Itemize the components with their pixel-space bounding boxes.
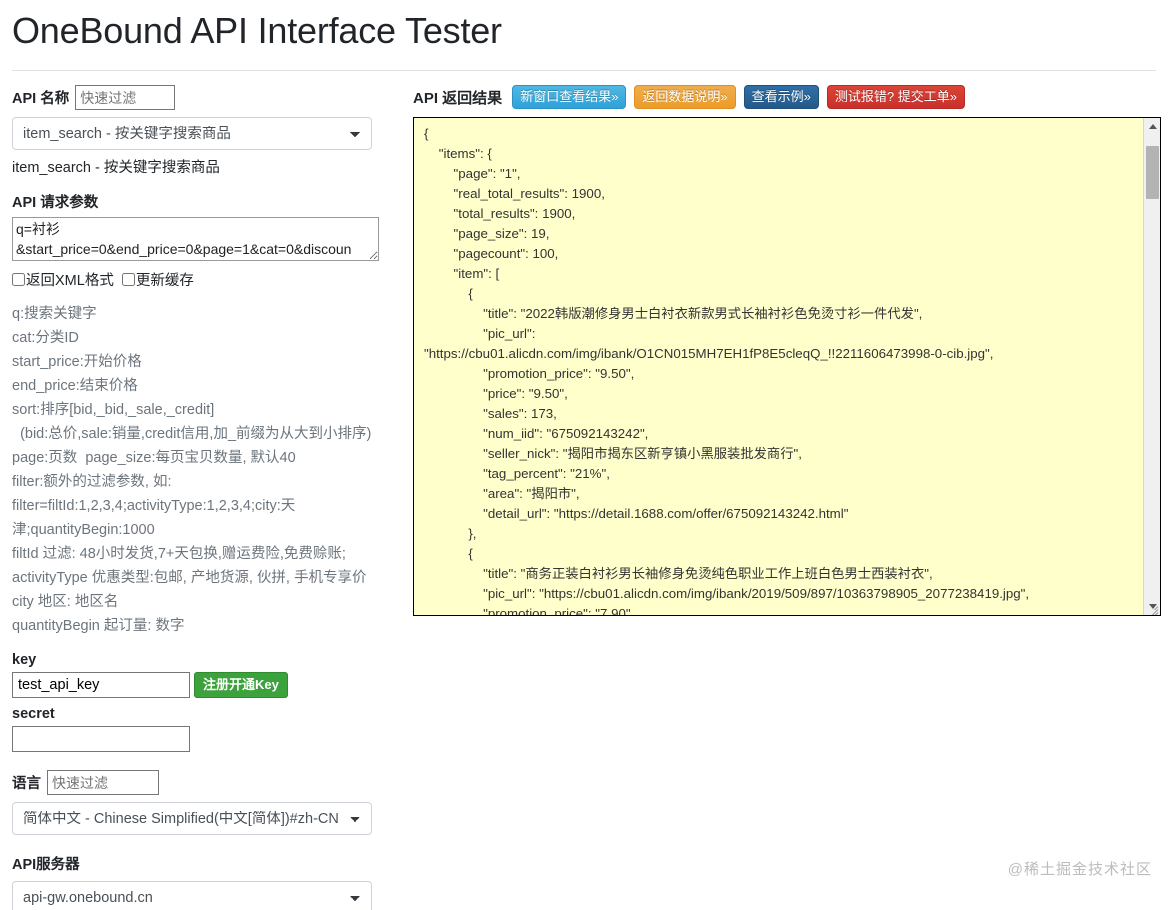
key-input[interactable]	[12, 672, 190, 698]
help-line: cat:分类ID	[12, 330, 79, 346]
open-new-window-button[interactable]: 新窗口查看结果»	[512, 85, 627, 109]
return-xml-checkbox[interactable]	[12, 273, 25, 286]
help-line: end_price:结束价格	[12, 378, 138, 394]
scroll-down-arrow-icon[interactable]	[1144, 598, 1160, 615]
result-scrollbar[interactable]	[1143, 118, 1160, 615]
return-xml-label[interactable]: 返回XML格式	[26, 273, 114, 289]
api-name-filter-input[interactable]	[75, 85, 176, 110]
result-json-text: { "items": { "page": "1", "real_total_re…	[424, 126, 1030, 615]
main-columns: API 名称 item_search - 按关键字搜索商品 item_searc…	[0, 71, 1168, 910]
scroll-up-arrow-icon[interactable]	[1144, 118, 1160, 135]
key-row: 注册开通Key	[12, 672, 384, 698]
api-server-select[interactable]: api-gw.onebound.cn	[12, 881, 372, 910]
help-line: start_price:开始价格	[12, 354, 142, 370]
language-select[interactable]: 简体中文 - Chinese Simplified(中文[简体])#zh-CN	[12, 802, 372, 835]
params-label: API 请求参数	[12, 195, 99, 211]
secret-input[interactable]	[12, 726, 190, 752]
help-line: quantityBegin 起订量: 数字	[12, 618, 185, 634]
help-line: sort:排序[bid,_bid,_sale,_credit]	[12, 402, 215, 418]
result-title: API 返回结果	[413, 89, 503, 107]
data-description-button[interactable]: 返回数据说明»	[634, 85, 736, 109]
page-title: OneBound API Interface Tester	[12, 10, 502, 51]
register-key-button[interactable]: 注册开通Key	[194, 672, 288, 698]
params-help-text: q:搜索关键字 cat:分类ID start_price:开始价格 end_pr…	[12, 302, 378, 638]
result-output-box[interactable]: { "items": { "page": "1", "real_total_re…	[413, 117, 1161, 616]
submit-ticket-button[interactable]: 测试报错? 提交工单»	[826, 85, 965, 109]
language-block: 语言 简体中文 - Chinese Simplified(中文[简体])#zh-…	[12, 770, 384, 835]
api-select[interactable]: item_search - 按关键字搜索商品	[12, 117, 372, 150]
help-line: page:页数 page_size:每页宝贝数量, 默认40	[12, 450, 296, 466]
help-line: q:搜索关键字	[12, 306, 97, 322]
api-name-row: API 名称	[12, 85, 384, 110]
api-sub-note: item_search - 按关键字搜索商品	[12, 160, 220, 176]
api-name-label: API 名称	[12, 91, 70, 107]
key-label: key	[12, 652, 37, 668]
api-server-label: API服务器	[12, 857, 80, 873]
help-line: city 地区: 地区名	[12, 594, 119, 610]
header-divider	[12, 70, 1156, 71]
options-checkbox-row: 返回XML格式 更新缓存	[12, 269, 384, 290]
help-line: filter:额外的过滤参数, 如:	[12, 474, 172, 490]
help-line: (bid:总价,sale:销量,credit信用,加_前缀为从大到小排序)	[12, 426, 372, 442]
language-label: 语言	[12, 776, 41, 792]
view-example-button[interactable]: 查看示例»	[743, 85, 819, 109]
result-header: API 返回结果 新窗口查看结果» 返回数据说明» 查看示例» 测试报错? 提交…	[413, 85, 1161, 109]
help-line: filtId 过滤: 48小时发货,7+天包换,赠运费险,免费赊账;	[12, 546, 346, 562]
language-filter-input[interactable]	[47, 770, 159, 795]
params-textarea[interactable]	[12, 217, 379, 261]
right-panel: API 返回结果 新窗口查看结果» 返回数据说明» 查看示例» 测试报错? 提交…	[384, 85, 1161, 910]
left-panel: API 名称 item_search - 按关键字搜索商品 item_searc…	[12, 85, 384, 910]
secret-label: secret	[12, 706, 55, 722]
update-cache-label[interactable]: 更新缓存	[135, 273, 194, 289]
help-line: filter=filtId:1,2,3,4;activityType:1,2,3…	[12, 498, 296, 538]
update-cache-checkbox[interactable]	[121, 273, 135, 286]
watermark: @稀土掘金技术社区	[1007, 861, 1152, 878]
help-line: activityType 优惠类型:包邮, 产地货源, 伙拼, 手机专享价	[12, 570, 367, 586]
scrollbar-thumb[interactable]	[1146, 146, 1159, 199]
language-row: 语言	[12, 770, 384, 795]
